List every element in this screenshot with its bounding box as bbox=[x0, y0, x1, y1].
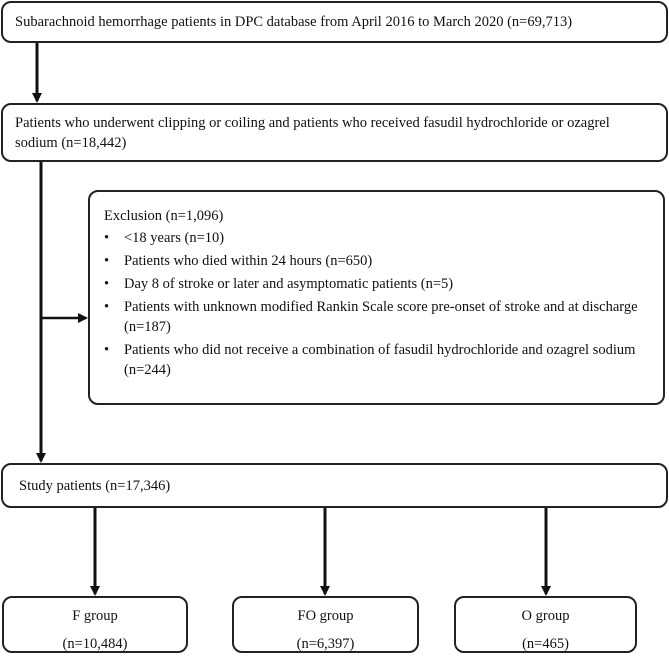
f-group-box: F group (n=10,484) bbox=[2, 596, 188, 653]
group-count: (n=6,397) bbox=[296, 636, 355, 652]
exclusion-box: Exclusion (n=1,096) • <18 years (n=10) • P… bbox=[88, 190, 665, 405]
eligible-patients-text: Patients who underwent clipping or coili… bbox=[15, 115, 610, 151]
group-name: O group bbox=[521, 608, 570, 624]
exclusion-item-text: Patients who did not receive a combinati… bbox=[124, 342, 636, 378]
exclusion-item: • Day 8 of stroke or later and asymptomat… bbox=[104, 274, 651, 294]
eligible-patients-box: Patients who underwent clipping or coili… bbox=[1, 103, 668, 162]
exclusion-item-text: Patients who died within 24 hours (n=650… bbox=[124, 253, 373, 269]
bullet-icon: • bbox=[104, 342, 110, 358]
exclusion-item-text: Day 8 of stroke or later and asymptomati… bbox=[124, 276, 454, 292]
exclusion-item-text: Patients with unknown modified Rankin Sc… bbox=[124, 299, 638, 335]
study-patients-box: Study patients (n=17,346) bbox=[1, 463, 668, 508]
exclusion-item-text: <18 years (n=10) bbox=[124, 230, 225, 246]
o-group-box: O group (n=465) bbox=[454, 596, 637, 653]
study-patients-text: Study patients (n=17,346) bbox=[19, 478, 171, 494]
source-population-box: Subarachnoid hemorrhage patients in DPC … bbox=[1, 1, 668, 43]
group-count: (n=10,484) bbox=[62, 636, 128, 652]
group-count: (n=465) bbox=[522, 636, 569, 652]
bullet-icon: • bbox=[104, 299, 110, 315]
bullet-icon: • bbox=[104, 253, 110, 269]
exclusion-item: • Patients who did not receive a combinat… bbox=[104, 340, 651, 380]
source-population-text: Subarachnoid hemorrhage patients in DPC … bbox=[15, 14, 573, 30]
bullet-icon: • bbox=[104, 276, 110, 292]
group-name: FO group bbox=[297, 608, 354, 624]
bullet-icon: • bbox=[104, 230, 110, 246]
exclusion-list: • <18 years (n=10) • Patients who died wit… bbox=[104, 228, 651, 383]
exclusion-item: • Patients with unknown modified Rankin S… bbox=[104, 297, 651, 337]
exclusion-item: • <18 years (n=10) bbox=[104, 228, 651, 248]
fo-group-box: FO group (n=6,397) bbox=[232, 596, 419, 653]
exclusion-title: Exclusion (n=1,096) bbox=[104, 208, 224, 224]
exclusion-item: • Patients who died within 24 hours (n=65… bbox=[104, 251, 651, 271]
group-name: F group bbox=[72, 608, 118, 624]
